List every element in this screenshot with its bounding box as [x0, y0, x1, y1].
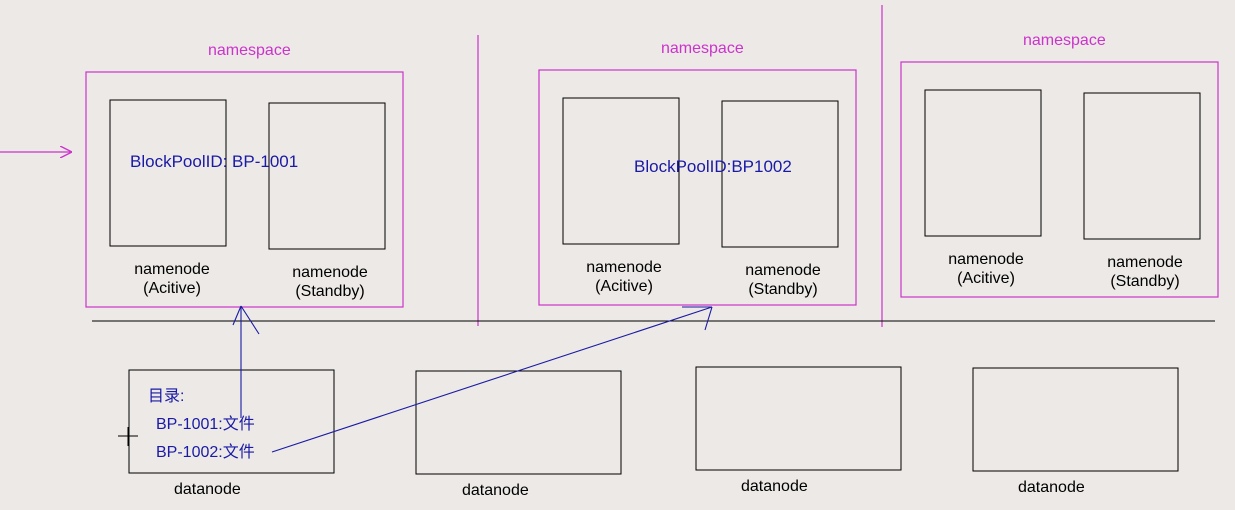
namenode-label-3-active: namenode (Acitive) — [932, 250, 1040, 288]
namenode-role: (Standby) — [748, 281, 818, 298]
namenode-label-2-active: namenode (Acitive) — [570, 258, 678, 296]
datanode-label-4: datanode — [1018, 479, 1085, 496]
namenode-box-3-active — [924, 89, 1042, 237]
block-pool-id-2: BlockPoolID:BP1002 — [634, 157, 792, 176]
directory-entry-bp1002: BP-1002:文件 — [156, 444, 255, 461]
namenode-name: namenode — [134, 261, 210, 278]
namenode-role: (Acitive) — [595, 278, 653, 295]
namenode-role: (Standby) — [295, 283, 365, 300]
namespace-box-1 — [85, 71, 404, 308]
namenode-box-1-active — [109, 99, 227, 247]
datanode-directory: 目录: BP-1001:文件 BP-1002:文件 — [148, 383, 255, 467]
namespace-title-2: namespace — [661, 40, 744, 57]
namenode-label-3-standby: namenode (Standby) — [1091, 253, 1199, 291]
namenode-name: namenode — [586, 259, 662, 276]
datanode-label-3: datanode — [741, 478, 808, 495]
datanode-box-2 — [415, 370, 622, 475]
namenode-box-2-active — [562, 97, 680, 245]
directory-heading: 目录: — [148, 388, 185, 405]
namespace-title-1: namespace — [208, 42, 291, 59]
report-arrow-bp1002 — [271, 306, 713, 453]
namenode-role: (Acitive) — [957, 270, 1015, 287]
datanode-label-1: datanode — [174, 481, 241, 498]
namenode-box-3-standby — [1083, 92, 1201, 240]
namespace-box-2 — [538, 69, 857, 306]
directory-entry-bp1001: BP-1001:文件 — [156, 416, 255, 433]
namespace-title-3: namespace — [1023, 32, 1106, 49]
namenode-label-1-standby: namenode (Standby) — [276, 263, 384, 301]
namenode-role: (Acitive) — [143, 280, 201, 297]
datanode-label-2: datanode — [462, 482, 529, 499]
report-arrow-bp1001 — [232, 305, 260, 418]
namenode-name: namenode — [745, 262, 821, 279]
datanode-box-4 — [972, 367, 1179, 472]
namenode-box-1-standby — [268, 102, 386, 250]
namespace-box-3 — [900, 61, 1219, 298]
namenode-name: namenode — [292, 264, 368, 281]
namenode-role: (Standby) — [1110, 273, 1180, 290]
block-pool-id-1: BlockPoolID: BP-1001 — [130, 152, 299, 171]
namenode-name: namenode — [948, 251, 1024, 268]
namenode-box-2-standby — [721, 100, 839, 248]
datanode-box-1 — [128, 369, 335, 474]
namenode-name: namenode — [1107, 254, 1183, 271]
datanode-box-3 — [695, 366, 902, 471]
namenode-label-1-active: namenode (Acitive) — [118, 260, 226, 298]
namenode-label-2-standby: namenode (Standby) — [729, 261, 837, 299]
cursor-crosshair-icon — [118, 427, 138, 446]
